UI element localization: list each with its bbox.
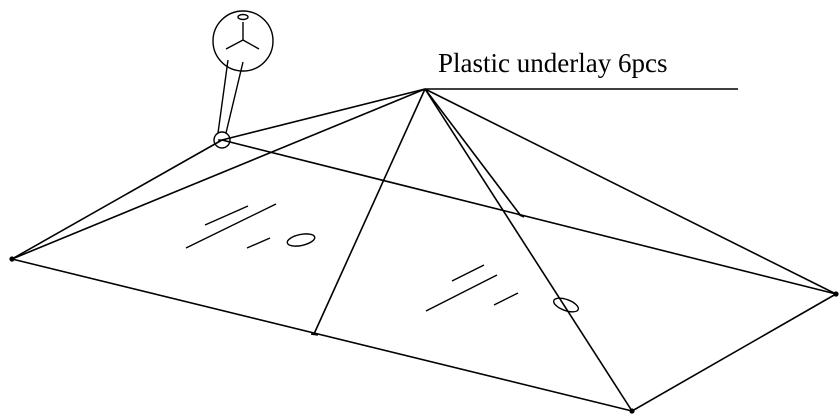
- frame-poles: [11, 88, 837, 412]
- reflection-line: [451, 264, 485, 282]
- pole-apex-to-back: [221, 88, 426, 141]
- corner-dot-front: [629, 408, 635, 414]
- left-panel-reflections: [185, 203, 316, 249]
- magnifier-connector-arm-right: [242, 39, 260, 50]
- magnifier-leader-right: [225, 61, 244, 134]
- underlay-pad-left: [286, 233, 316, 247]
- base-edge-left-to-back: [11, 139, 223, 260]
- pole-apex-to-right: [424, 88, 837, 295]
- connector-marker: [213, 131, 231, 149]
- pole-apex-to-left: [11, 88, 426, 260]
- base-edge-front-to-left: [11, 258, 633, 412]
- reflection-line: [425, 274, 498, 312]
- reflection-line: [204, 205, 249, 226]
- magnifier-connector-arm-left: [225, 39, 244, 50]
- underlay-pad-right: [552, 297, 580, 313]
- pole-end-ticks: [9, 213, 839, 414]
- plastic-underlay-label: Plastic underlay 6pcs: [438, 48, 668, 78]
- base-edge-back-to-right: [221, 139, 837, 295]
- base-outline: [11, 139, 837, 412]
- pole-apex-to-front-left-mid: [313, 88, 426, 335]
- pole-end-tick-back-right: [517, 213, 525, 218]
- magnifier-connector-top: [237, 13, 249, 21]
- pole-end-tick-front-left: [310, 333, 319, 336]
- magnifier-leader-left: [217, 59, 229, 134]
- right-panel-reflections: [425, 264, 580, 313]
- pole-apex-to-front: [424, 88, 633, 412]
- corner-dot-right: [833, 291, 839, 297]
- reflection-line: [246, 237, 271, 249]
- magnifier-circle: [212, 10, 274, 72]
- pole-apex-to-back-right-mid: [424, 88, 522, 217]
- reflection-line: [493, 292, 519, 306]
- reflection-line: [185, 203, 277, 249]
- corner-dot-left: [9, 256, 15, 262]
- base-edge-right-to-front: [631, 293, 837, 412]
- connector-detail: [212, 10, 274, 149]
